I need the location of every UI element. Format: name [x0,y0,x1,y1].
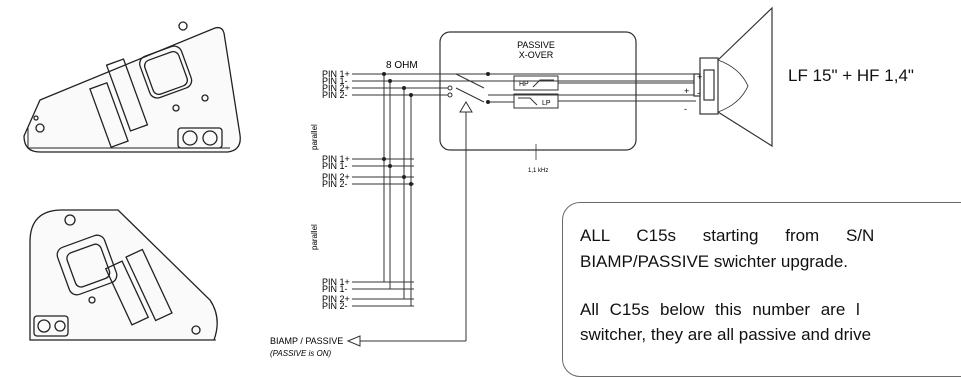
wiring-diagram: PASSIVE X-OVER HP LP 1,1 kHz [23,6,961,377]
pin-label: PIN 1- [322,76,348,86]
pin-label: PIN 1- [322,161,348,171]
minus-top: - [697,88,700,98]
switch-contacts [447,85,453,98]
plus-top: + [697,72,702,82]
parallel-label-2: parallel [310,224,319,250]
parallel-label-1: parallel [310,124,319,150]
pin-labels-group-1: PIN 1+ PIN 1- PIN 2+ PIN 2- [322,69,350,100]
junction-dots [382,72,490,186]
note-line-1: ALL C15s starting from S/N [580,226,875,245]
cabinet-bottom-illustration [29,209,218,341]
pin-labels-group-3: PIN 1+ PIN 1- PIN 2+ PIN 2- [322,277,350,311]
control-arrow [459,101,473,113]
freq-label: 1,1 kHz [528,168,548,174]
note-line-3: All C15s below this number are l [580,300,860,319]
pin-label: PIN 1- [322,284,348,294]
horn-speaker-icon [693,6,773,148]
xover-title-2: X-OVER [519,50,554,60]
pin-label: PIN 2+ [322,172,350,182]
pin-label: PIN 2+ [322,294,350,304]
signal-lines [352,73,696,342]
pin-label: PIN 1+ [322,154,350,164]
note-line-2: BIAMP/PASSIVE swichter upgrade. [580,252,849,271]
lp-filter-block: LP [513,93,559,109]
biamp-label: BIAMP / PASSIVE [270,336,343,346]
pin-label: PIN 2+ [322,83,350,93]
pin-label: PIN 1+ [322,69,350,79]
pin-labels-group-2: PIN 1+ PIN 1- PIN 2+ PIN 2- [322,154,350,189]
note-line-4: switcher, they are all passive and drive [580,325,872,344]
minus-lower: - [684,104,687,114]
xover-box [439,31,637,151]
biamp-input-arrow [346,335,361,347]
ohm-label: 8 OHM [386,60,418,71]
diagram-canvas: PASSIVE X-OVER HP LP 1,1 kHz [23,6,773,358]
lp-label: LP [542,100,551,107]
passive-note: (PASSIVE is ON) [270,349,332,358]
pin-label: PIN 2- [322,301,348,311]
pin-label: PIN 1+ [322,277,350,287]
pin-label: PIN 2- [322,179,348,189]
xover-title-1: PASSIVE [517,40,555,50]
driver-label: LF 15" + HF 1,4" [788,66,914,85]
plus-lower: + [684,86,689,96]
hp-filter-block: HP [513,75,559,91]
cabinet-top-illustration [23,21,241,153]
pin-label: PIN 2- [322,90,348,100]
hp-label: HP [519,81,529,88]
